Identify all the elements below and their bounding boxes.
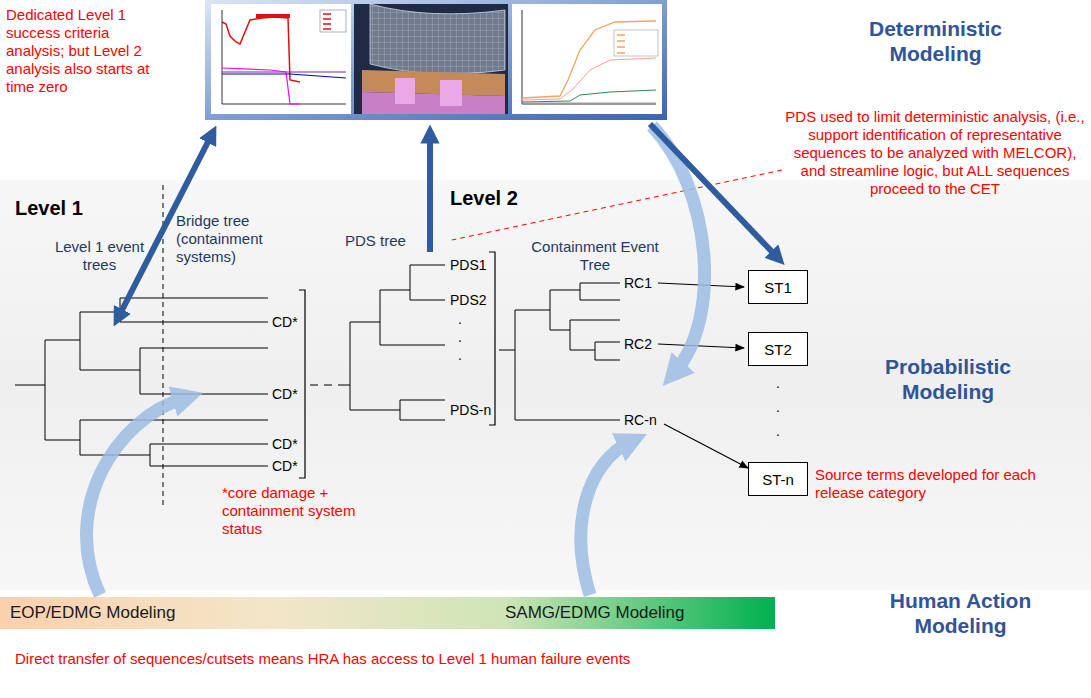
release-category: RC1 — [624, 274, 652, 292]
containment-event-tree — [515, 283, 620, 420]
ellipsis-dot: . — [776, 422, 780, 440]
pds-label: PDS-n — [450, 401, 491, 419]
end-state: CD* — [272, 457, 298, 475]
box-text: ST1 — [764, 279, 792, 296]
source-term-box: ST2 — [748, 332, 808, 366]
pds-label: PDS2 — [450, 291, 487, 309]
level-heading: Level 1 — [15, 196, 83, 220]
ellipsis-dot: . — [458, 310, 462, 328]
event-tree — [15, 298, 268, 466]
ellipsis-dot: . — [458, 346, 462, 364]
release-category: RC-n — [624, 411, 657, 429]
dash-link — [310, 385, 340, 386]
pds-tree — [340, 265, 445, 420]
section-title: Probabilistic Modeling — [868, 354, 1028, 404]
note: Source terms developed for each release … — [815, 466, 1080, 502]
deterministic-illustration — [205, 0, 667, 120]
release-category: RC2 — [624, 335, 652, 353]
ellipsis-dot: . — [776, 398, 780, 416]
end-state: CD* — [272, 385, 298, 403]
curved-arrows — [87, 126, 705, 595]
note: Direct transfer of sequences/cutsets mea… — [15, 650, 915, 668]
end-state: CD* — [272, 435, 298, 453]
bracket — [299, 290, 305, 478]
note: PDS used to limit deterministic analysis… — [782, 108, 1088, 198]
dark-arrows — [118, 124, 778, 318]
section-title: Deterministic Modeling — [848, 16, 1023, 66]
ellipsis-dot: . — [776, 374, 780, 392]
source-term-box: ST1 — [748, 270, 808, 304]
tree-label: PDS tree — [345, 232, 406, 250]
note: *core damage + containment system status — [222, 484, 357, 538]
source-term-box: ST-n — [748, 462, 808, 496]
tree-label: Bridge tree (containment systems) — [176, 212, 288, 266]
box-text: ST2 — [764, 341, 792, 358]
pds-label: PDS1 — [450, 256, 487, 274]
end-state: CD* — [272, 313, 298, 331]
tree-label: Level 1 event trees — [52, 238, 147, 274]
box-text: ST-n — [762, 471, 794, 488]
leader-arrow — [664, 424, 748, 468]
dash-link — [499, 350, 515, 351]
bracket — [489, 252, 495, 425]
level-heading: Level 2 — [450, 186, 518, 210]
human-action-band: EOP/EDMG Modeling SAMG/EDMG Modeling — [0, 597, 775, 629]
leader-arrow — [658, 344, 744, 348]
note: Dedicated Level 1 success criteria analy… — [6, 6, 171, 96]
ellipsis-dot: . — [458, 328, 462, 346]
tree-label: Containment Event Tree — [530, 238, 660, 274]
band-text: SAMG/EDMG Modeling — [505, 603, 685, 623]
region-ground — [0, 180, 1091, 590]
section-title: Human Action Modeling — [878, 588, 1043, 638]
band-text: EOP/EDMG Modeling — [10, 603, 175, 623]
